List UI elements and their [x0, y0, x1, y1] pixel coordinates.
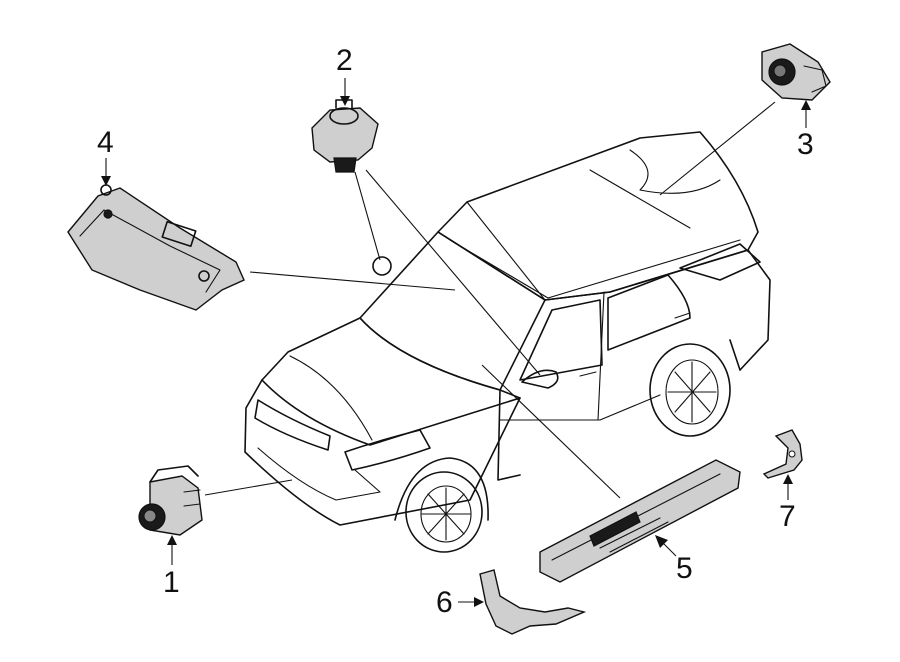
callout-6: 6	[436, 586, 453, 619]
callout-7: 7	[779, 500, 796, 533]
part-2-camera	[311, 99, 379, 173]
callout-1: 1	[163, 566, 180, 599]
part-4-sensor-bracket	[67, 184, 245, 311]
callout-numbers: 1 2 3 4 5 6 7	[97, 44, 814, 619]
part-5-module	[539, 459, 741, 583]
leader-lines	[204, 101, 776, 499]
part-1-parking-sensor	[138, 465, 203, 536]
vehicle-illustration	[244, 131, 771, 553]
rear-wheel	[649, 343, 731, 437]
callout-3: 3	[797, 128, 814, 161]
callout-2: 2	[336, 44, 353, 77]
part-7-clip	[762, 429, 803, 479]
callout-4: 4	[97, 126, 114, 159]
part-3-camera-module	[761, 43, 831, 101]
part-6-bracket	[479, 569, 587, 635]
front-wheel	[394, 457, 489, 553]
callout-5: 5	[676, 552, 693, 585]
callout-arrows	[101, 78, 811, 607]
